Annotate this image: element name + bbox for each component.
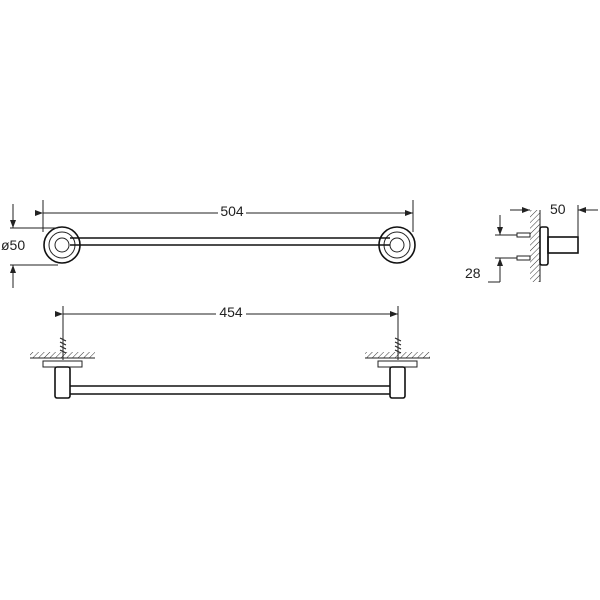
side-plate	[539, 226, 549, 266]
screw	[59, 336, 67, 360]
top-view: 504 ø50	[0, 200, 416, 288]
dimension-label-28: 28	[465, 265, 481, 281]
towel-bar	[70, 385, 390, 395]
right-plate	[377, 360, 418, 368]
dimension-label-50: 50	[550, 201, 566, 217]
side-post	[547, 236, 579, 254]
left-plate	[42, 360, 83, 368]
towel-bar	[70, 237, 390, 246]
dimension-label-diameter: ø50	[1, 237, 25, 253]
side-view: 50 28	[465, 201, 598, 283]
front-view: 454	[30, 303, 430, 399]
screw	[516, 255, 531, 261]
screw	[516, 232, 531, 238]
dimension-label-504: 504	[220, 203, 244, 219]
screw	[394, 336, 402, 360]
left-post	[54, 366, 71, 399]
right-post	[389, 366, 406, 399]
wall-hatch	[530, 210, 540, 282]
dimension-label-454: 454	[219, 304, 243, 320]
